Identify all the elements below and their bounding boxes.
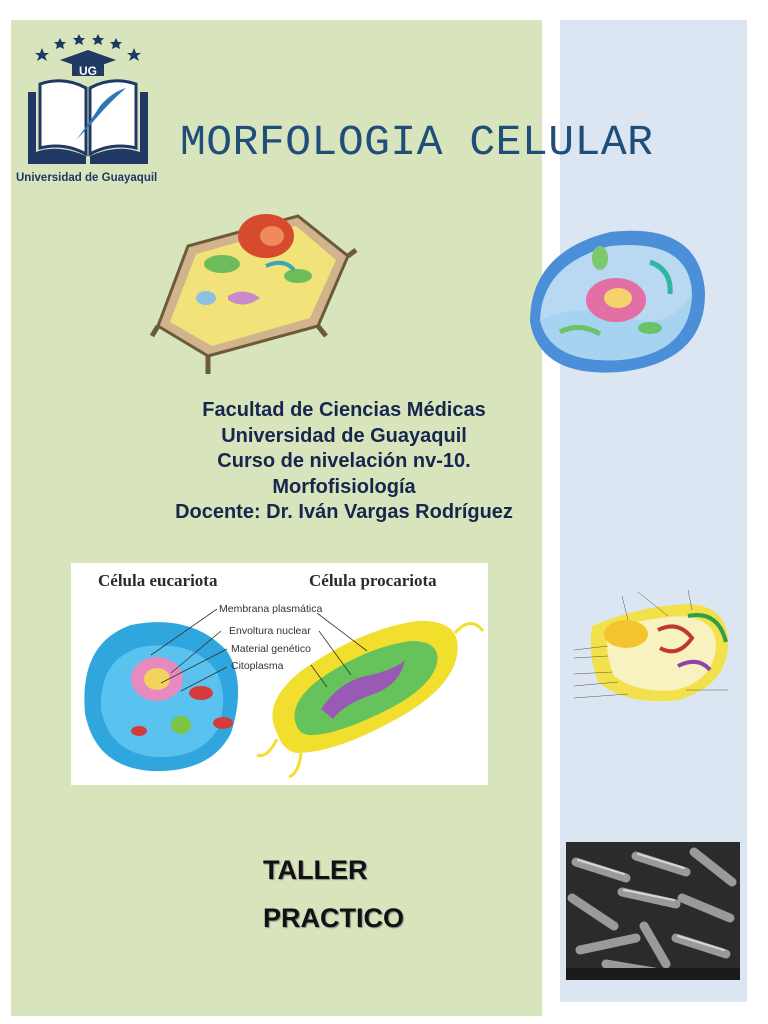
organelle-diagram <box>573 589 728 702</box>
info-line-subject: Morfofisiología <box>272 475 416 498</box>
svg-text:UG: UG <box>79 64 97 78</box>
university-logo: UG <box>28 34 148 164</box>
course-info: Facultad de Ciencias Médicas Universidad… <box>120 398 568 526</box>
info-line-course: Curso de nivelación nv-10. <box>217 450 471 472</box>
document-title: MORFOLOGIA CELULAR <box>180 118 654 167</box>
eukaryote-title: Célula eucariota <box>98 571 218 590</box>
green-background-panel <box>11 20 542 1016</box>
label-nuclear-envelope: Envoltura nuclear <box>229 625 311 637</box>
bacteria-micrograph <box>566 842 740 980</box>
info-line-faculty: Facultad de Ciencias Médicas <box>202 399 486 421</box>
cell-comparison-art <box>84 608 485 779</box>
animal-cell-illustration <box>530 230 706 373</box>
plant-cell-illustration <box>149 214 358 374</box>
label-cytoplasm: Citoplasma <box>231 660 284 672</box>
label-plasma-membrane: Membrana plasmática <box>219 603 323 615</box>
university-name: Universidad de Guayaquil <box>16 172 158 184</box>
workshop-label: TALLER PRACTICO <box>263 846 404 942</box>
workshop-line-1: TALLER <box>263 855 368 885</box>
label-genetic-material: Material genético <box>231 643 311 655</box>
cell-comparison-diagram: Célula eucariota Célula procariota Membr… <box>71 563 488 785</box>
workshop-line-2: PRACTICO <box>263 903 404 933</box>
prokaryote-title: Célula procariota <box>309 571 437 590</box>
info-line-teacher: Docente: Dr. Iván Vargas Rodríguez <box>175 501 513 523</box>
blue-background-panel <box>560 20 747 1002</box>
info-line-university: Universidad de Guayaquil <box>221 424 467 447</box>
